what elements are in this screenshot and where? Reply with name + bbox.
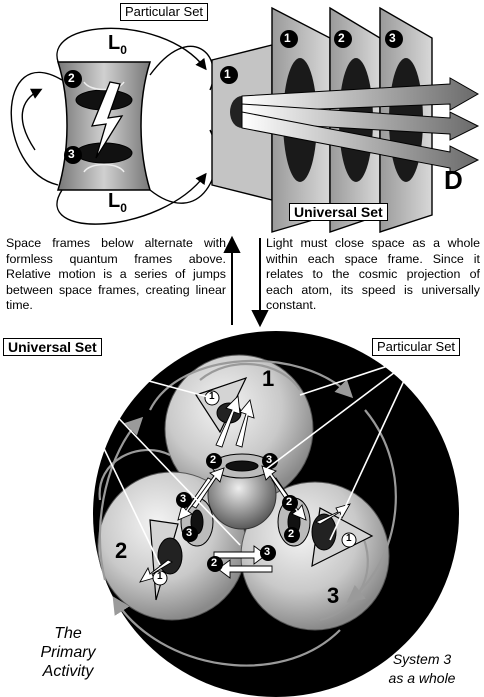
caption-line: as a whole bbox=[388, 670, 456, 686]
primary-activity-caption: The Primary Activity bbox=[28, 624, 108, 681]
ring-number-3d: 3 bbox=[264, 546, 271, 558]
callout-lines bbox=[59, 356, 416, 566]
sphere-label-3: 3 bbox=[327, 583, 340, 608]
cone-frame-number: 1 bbox=[224, 67, 231, 81]
particular-set-top-label: Particular Set bbox=[120, 3, 209, 21]
d-label: D bbox=[444, 165, 463, 195]
ring-number-badges bbox=[152, 390, 357, 586]
lightning-bolt-icon bbox=[90, 81, 124, 159]
frame-number-1: 1 bbox=[284, 31, 291, 45]
ring-number-3a: 3 bbox=[266, 454, 273, 466]
l0-bottom-label: L0 bbox=[108, 190, 127, 215]
frame-number-2: 2 bbox=[338, 31, 345, 45]
system-3-caption: System 3 as a whole bbox=[372, 650, 472, 688]
sphere-label-1: 1 bbox=[262, 366, 275, 391]
l0-top-label: L0 bbox=[108, 32, 127, 57]
triangle-number-1a: 1 bbox=[209, 391, 215, 402]
field-loops bbox=[10, 27, 217, 225]
sphere-label-2: 2 bbox=[115, 538, 128, 563]
caption-line: Activity bbox=[42, 663, 94, 680]
space-frames-description: Space frames below alternate with formle… bbox=[6, 236, 226, 312]
ring-number-3b: 3 bbox=[180, 493, 187, 505]
ring-number-2c: 2 bbox=[288, 528, 295, 540]
caption-line: The bbox=[54, 625, 82, 642]
ring-number-2a: 2 bbox=[210, 454, 217, 466]
cell-number-2: 2 bbox=[68, 71, 75, 85]
light-speed-description: Light must close space as a whole within… bbox=[266, 236, 480, 312]
particular-set-bottom-label: Particular Set bbox=[372, 338, 461, 356]
frame-number-badges bbox=[64, 30, 403, 164]
vertical-arrows bbox=[223, 235, 269, 328]
circulation-loops bbox=[98, 359, 397, 667]
universal-set-bottom-label: Universal Set bbox=[3, 338, 102, 356]
light-beams bbox=[241, 77, 480, 175]
ring-number-3c: 3 bbox=[186, 527, 193, 539]
caption-line: Primary bbox=[40, 644, 96, 661]
triangle-number-1b: 1 bbox=[157, 571, 163, 582]
caption-line: System 3 bbox=[392, 651, 452, 667]
universal-set-top-label: Universal Set bbox=[289, 203, 388, 221]
cell-number-3: 3 bbox=[68, 147, 75, 161]
frame-number-3: 3 bbox=[389, 31, 396, 45]
ring-number-2d: 2 bbox=[211, 557, 218, 569]
ring-number-2b: 2 bbox=[286, 496, 293, 508]
triangle-number-1c: 1 bbox=[346, 533, 352, 544]
jump-arrows bbox=[139, 395, 351, 583]
